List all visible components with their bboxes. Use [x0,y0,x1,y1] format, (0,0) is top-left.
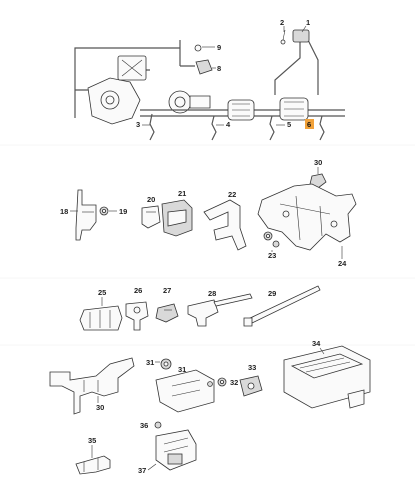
part-25-clamp [79,305,123,331]
pressure-sensor [280,29,310,45]
callout-31-lower: 31 [146,358,154,367]
part-21-holder [161,199,193,237]
part-29-cable-tie [243,285,321,327]
part-18-bracket [75,189,97,241]
callout-20: 20 [147,195,155,204]
callout-19: 19 [119,207,127,216]
particulate-filter [279,97,309,121]
part-31-clip-lower [160,358,172,370]
callout-35: 34 [312,339,321,348]
callout-29: 29 [268,289,276,298]
part-35-control-unit [283,345,371,409]
exhaust-system-overview: 1 2 3 4 5 6 8 9 [74,18,345,141]
callout-28: 28 [208,289,216,298]
callout-31-upper: 30 [314,158,322,167]
part-38-bracket [155,429,197,471]
callout-6-highlight [305,119,314,129]
callout-21: 21 [178,189,186,198]
callout-33: 32 [230,378,238,387]
callout-37: 36 [140,421,148,430]
callout-27: 27 [163,286,171,295]
part-20-clip [141,205,161,229]
callout-6: 6 [307,120,311,129]
bracket-group-18-24: 18 19 20 21 22 30 [60,158,357,268]
part-28-cable-tie-holder [187,293,253,327]
callout-1: 1 [306,18,310,27]
callout-8: 8 [217,64,221,73]
callout-32: 31 [178,365,186,374]
callout-9: 9 [217,43,221,52]
sensor-bracket [194,44,213,75]
part-36-clip [75,455,111,475]
part-26-clip [125,301,149,331]
callout-36: 35 [88,436,96,445]
callout-4: 4 [226,120,231,129]
turbocharger [168,90,211,114]
callout-38: 37 [138,466,146,475]
part-34-rubber-mount [239,375,263,397]
bottom-group-36-38: 35 36 37 [75,421,197,475]
catalytic-converter-front [227,99,255,121]
part-24-large-bracket [257,183,357,251]
part-32-mount [155,369,215,413]
callout-18: 18 [60,207,68,216]
part-23-nut [263,231,280,248]
sensor-6-wire [319,115,325,141]
callout-23: 23 [268,251,276,260]
part-37-bolt [154,421,162,429]
callout-30: 30 [96,403,104,412]
callout-26: 26 [134,286,142,295]
callout-34: 33 [248,363,256,372]
part-27-clip [155,303,179,323]
sensor-4-wire [211,115,217,141]
callout-3: 3 [136,120,140,129]
part-30-bracket [49,357,135,415]
sensor-3-wire [149,113,155,141]
part-19-nut [99,206,109,216]
sensor-5-wire [269,115,275,141]
engine-block [87,55,147,125]
part-33-nut [217,377,227,387]
part-31-clip-upper [309,173,327,189]
callout-22: 22 [228,190,236,199]
control-unit-group-30-35: 30 31 31 32 33 34 [49,339,371,415]
callout-24: 24 [338,259,347,268]
callout-5: 5 [287,120,291,129]
pressure-line-right [274,39,319,95]
callout-2: 2 [280,18,284,27]
part-22-bracket [203,199,247,251]
clip-group-25-29: 25 26 27 28 29 [79,285,321,331]
callout-25: 25 [98,288,106,297]
